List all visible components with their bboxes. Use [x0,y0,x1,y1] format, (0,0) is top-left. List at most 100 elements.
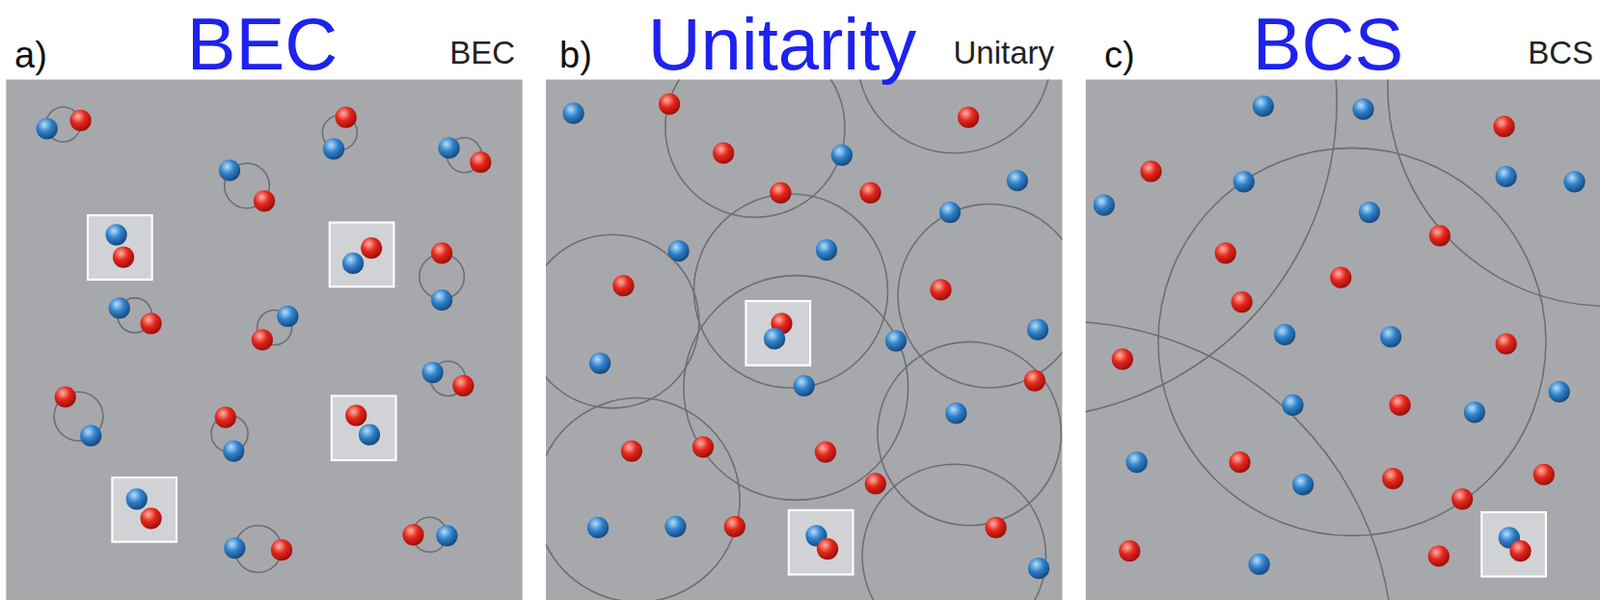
red-atom [1228,451,1250,473]
pair-highlight-box [111,477,177,543]
blue-atom [1274,324,1296,346]
blue-atom [587,516,609,539]
regime-title: BCS [1252,7,1404,82]
red-atom [957,107,979,129]
red-atom [402,523,424,545]
blue-atom [1292,473,1314,495]
blue-atom [342,252,364,274]
blue-atom [1281,394,1303,416]
blue-atom [1563,170,1585,192]
blue-atom [276,305,299,327]
blue-atom [36,117,58,139]
pair-size-circle [665,80,845,218]
red-atom [985,516,1007,539]
blue-atom [126,488,148,510]
red-atom [251,328,273,351]
pair-size-circle [545,398,740,600]
pair-size-circle [862,463,1046,600]
red-atom [345,404,367,426]
blue-atom [1126,451,1148,473]
red-atom [816,538,839,560]
pair-highlight-box [788,510,854,575]
red-atom [612,274,634,297]
blue-atom [831,144,853,166]
blue-atom [885,329,907,352]
red-atom [253,189,275,212]
red-atom [712,142,734,164]
blue-atom [667,240,689,262]
red-atom [1111,348,1134,370]
panel-ground [5,80,522,600]
blue-atom [435,524,458,546]
blue-atom [1027,319,1049,341]
regime-panel: c) BCS BCS [1070,0,1600,600]
blue-atom [222,439,245,462]
panel-letter: c) [1104,36,1136,74]
red-atom [215,406,237,429]
regime-label: BCS [1527,36,1594,69]
blue-atom [223,537,245,559]
red-atom [271,539,293,561]
red-atom [1429,224,1451,246]
blue-atom [1380,325,1402,348]
red-atom [1451,488,1473,510]
red-atom [1428,544,1450,567]
red-atom [1139,161,1162,183]
regime-panel: b)UnitarityUnitary [530,0,1071,600]
blue-atom [793,375,815,397]
pair-size-circle [1387,80,1600,307]
red-atom [469,151,491,173]
blue-atom [1495,165,1518,188]
panel-ground [545,80,1062,600]
red-atom [814,441,837,463]
pair-size-circle [1158,147,1546,536]
blue-atom [1093,194,1115,217]
pair-highlight-box [87,215,153,280]
blue-atom [80,425,102,447]
blue-atom [1352,98,1374,120]
pair-highlight-box [745,300,811,366]
panel-ground [1085,80,1600,600]
red-atom [431,242,453,264]
red-atom [69,109,91,132]
red-atom [1509,540,1531,562]
blue-atom [1028,557,1050,579]
pair-size-circle [1085,321,1393,600]
blue-atom [563,102,585,124]
red-atom [1118,540,1140,562]
blue-atom [421,361,443,383]
red-atom [54,385,77,407]
red-atom [621,439,643,462]
red-atom [658,93,680,115]
red-atom [859,182,881,204]
red-atom [335,107,357,129]
red-atom [1215,242,1237,264]
red-atom [724,515,746,538]
pair-size-circle [1085,80,1337,419]
red-atom [769,182,791,204]
red-atom [1533,463,1555,486]
blue-atom [1248,553,1271,575]
pair-size-circle [857,80,1052,154]
blue-atom [1358,201,1381,223]
pair-highlight-box [331,395,397,461]
red-atom [360,237,382,259]
blue-atom [358,424,380,446]
red-atom [692,435,714,458]
regime-panel: a)BECBEC [0,0,531,600]
pair-size-circle [683,275,909,501]
blue-atom [815,239,838,261]
pair-size-circle [877,341,1061,525]
red-atom [1492,115,1515,137]
red-atom [929,278,951,300]
regime-title: BEC [187,7,338,82]
blue-atom [1252,95,1275,117]
regime-label: Unitary [952,36,1055,69]
blue-atom [1548,380,1571,403]
blue-atom [763,327,786,350]
red-atom [1389,394,1411,416]
pair-size-circle [693,193,888,388]
blue-atom [106,223,128,245]
